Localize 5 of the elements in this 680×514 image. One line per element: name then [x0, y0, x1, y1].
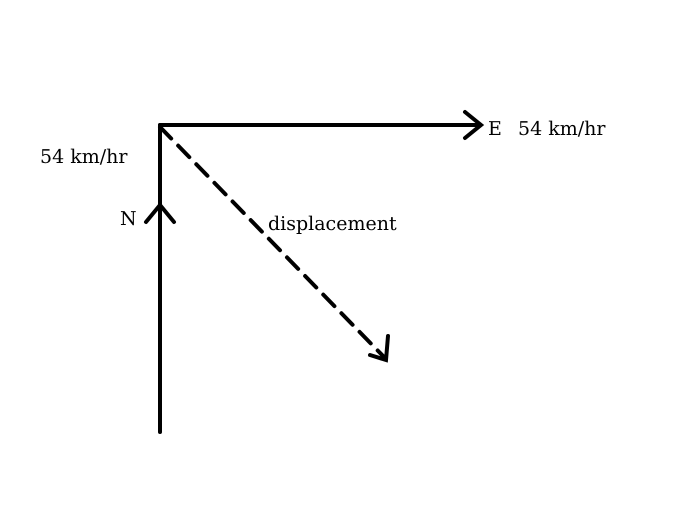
speed-label: 54 km/hr	[40, 148, 128, 167]
vector-label: displacement	[268, 215, 397, 234]
speed-label: 54 km/hr	[518, 120, 606, 139]
direction-label: E	[488, 120, 502, 139]
direction-label: N	[120, 210, 137, 229]
